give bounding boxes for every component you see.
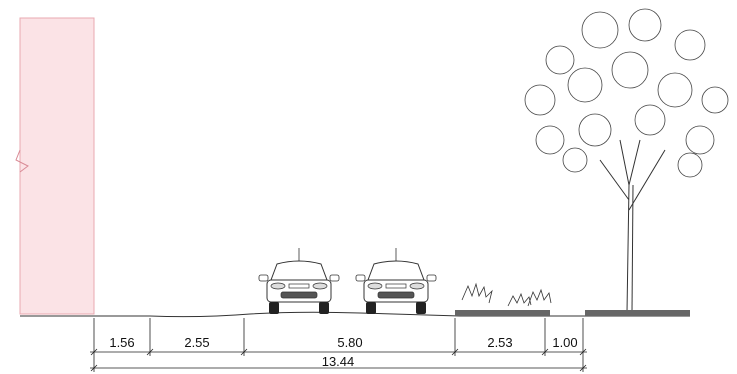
shrub-planting [455,282,552,316]
building-facade [15,17,95,315]
dimension-label-2: 2.55 [184,335,209,350]
dimension-total-label: 13.44 [322,354,355,369]
car-front-view-1 [258,248,340,314]
dimension-label-5: 1.00 [552,335,577,350]
ground-line [20,311,690,318]
dimension-label-1: 1.56 [109,335,134,350]
street-tree [524,8,729,316]
dimension-label-3: 5.80 [337,335,362,350]
dimension-label-4: 2.53 [487,335,512,350]
car-front-view-2 [355,248,437,314]
dimension-chain [90,318,587,372]
